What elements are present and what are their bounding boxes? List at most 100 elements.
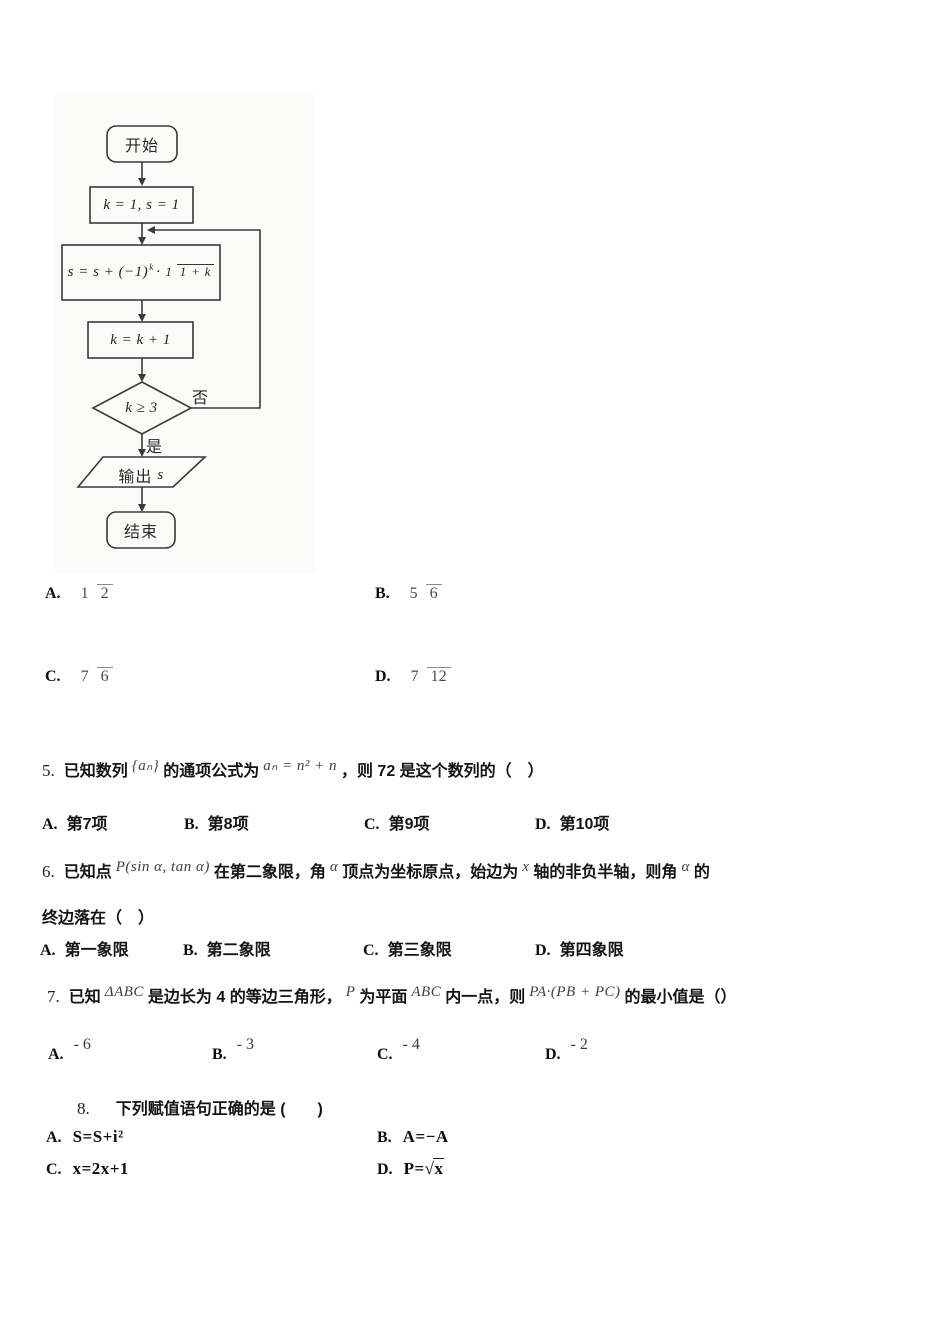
q8-option-b-label: B. [377, 1129, 392, 1146]
q5-option-d: D. 第10项 [535, 810, 609, 834]
q7-option-d-label: D. [545, 1046, 561, 1063]
q4-d-numerator: 7 [410, 668, 419, 685]
q6-option-d: D. 第四象限 [535, 936, 624, 960]
q5-mid: 的通项公式为 [163, 763, 260, 780]
flowchart-diagram [61, 125, 261, 549]
q5-number: 5. [42, 761, 55, 780]
q4-c-numerator: 7 [80, 668, 89, 685]
q6-option-a-label: A. [40, 942, 56, 959]
q4-a-numerator: 1 [80, 585, 89, 602]
q4-option-b-fraction: 5 6 [406, 584, 442, 605]
q6-lead: 已知点 [63, 864, 112, 881]
fc-update-exponent: k [149, 261, 155, 272]
q5-option-b: B. 第8项 [184, 810, 249, 834]
q7-seg5: 的最小值是（） [624, 989, 737, 1006]
q5-option-a-label: A. [42, 816, 58, 833]
q4-c-denominator: 6 [96, 667, 113, 685]
q8-option-c: C. x=2x+1 [46, 1159, 129, 1179]
q5-option-a: A. 第7项 [42, 810, 107, 834]
q8-option-d: D. P=√x [377, 1158, 445, 1179]
flowchart-scan-background [55, 95, 315, 573]
fc-update-label: s = s + (−1)k · 1 1 + k [62, 245, 220, 300]
q5-option-b-label: B. [184, 816, 199, 833]
q6-option-d-text: 第四象限 [559, 942, 624, 959]
q6-point-math: P(sin α, tan α) [115, 859, 210, 875]
q4-option-a-fraction: 1 2 [77, 584, 113, 605]
q7-option-b: B. - 3 [212, 1036, 254, 1064]
q7-seg3: 为平面 [359, 989, 408, 1006]
q5-option-d-text: 第10项 [559, 816, 610, 833]
q5-sequence-math: {aₙ} [131, 758, 160, 774]
q5-option-d-label: D. [535, 816, 551, 833]
q7-number: 7. [47, 987, 60, 1006]
fc-frac-denominator: 1 + k [176, 263, 215, 279]
q6-seg4: 轴的非负半轴，则角 [533, 864, 678, 881]
fc-yes-label: 是 [146, 439, 163, 456]
q6-option-c-text: 第三象限 [387, 942, 452, 959]
q4-option-d-fraction: 7 12 [407, 667, 451, 688]
q8-option-d-radicand: x [433, 1158, 445, 1178]
q4-b-denominator: 6 [425, 584, 442, 602]
q5-option-b-text: 第8项 [207, 816, 249, 833]
fc-frac-numerator: 1 [165, 264, 173, 279]
q8-option-c-formula: x=2x+1 [72, 1159, 129, 1178]
fc-update-shape [61, 244, 221, 301]
fc-init-label: k = 1, s = 1 [103, 196, 180, 213]
q4-a-denominator: 2 [96, 584, 113, 602]
q8-option-b: B. A=−A [377, 1127, 449, 1147]
question-8-stem: 8. 下列赋值语句正确的是 ( ) [77, 1095, 323, 1119]
q7-seg2: 是边长为 4 的等边三角形， [147, 989, 342, 1006]
q8-number: 8. [77, 1099, 90, 1118]
q7-option-a: A. - 6 [48, 1036, 91, 1064]
q7-option-a-value: - 6 [73, 1036, 91, 1053]
fc-end-label: 结束 [123, 524, 158, 541]
fc-loop-line [155, 229, 261, 409]
q6-seg2: 在第二象限，角 [213, 864, 326, 881]
q6-option-b-label: B. [183, 942, 198, 959]
q5-option-a-text: 第7项 [66, 816, 108, 833]
q4-option-c-fraction: 7 6 [77, 667, 113, 688]
q8-option-a: A. S=S+i² [46, 1127, 124, 1147]
q6-number: 6. [42, 862, 55, 881]
q4-option-a: A. 1 2 [45, 584, 113, 605]
fc-update-fraction: 1 1 + k [165, 263, 215, 281]
q7-option-b-value: - 3 [236, 1036, 254, 1053]
q7-seg4: 内一点，则 [445, 989, 526, 1006]
q7-option-c-label: C. [377, 1046, 393, 1063]
q6-option-d-label: D. [535, 942, 551, 959]
q8-option-d-formula: P=√x [403, 1158, 445, 1179]
fc-output-parallelogram [76, 456, 208, 488]
q8-option-d-sqrt-prefix: P=√ [403, 1159, 435, 1178]
q5-formula-math: aₙ = n² + n [263, 758, 337, 774]
q5-option-c-label: C. [364, 816, 380, 833]
fc-update-prefix: s = s + (−1) [67, 264, 149, 280]
q6-seg3: 顶点为坐标原点，始边为 [342, 864, 519, 881]
q4-option-a-label: A. [45, 584, 61, 602]
q8-option-d-label: D. [377, 1161, 393, 1178]
q7-vector-math: PA·(PB + PC) [529, 984, 621, 1000]
q7-triangle-math: ΔABC [104, 984, 144, 1000]
q5-option-c-text: 第9项 [388, 816, 430, 833]
q4-option-b: B. 5 6 [375, 584, 442, 605]
q6-option-a-text: 第一象限 [64, 942, 129, 959]
q7-option-c-value: - 4 [402, 1036, 420, 1053]
q6-option-c: C. 第三象限 [363, 936, 452, 960]
q6-x-math: x [522, 859, 530, 875]
q8-option-a-formula: S=S+i² [72, 1127, 124, 1146]
q7-option-a-label: A. [48, 1046, 64, 1063]
q7-option-c: C. - 4 [377, 1036, 420, 1064]
q7-plane-math: ABC [411, 984, 442, 1000]
q7-point-math: P [345, 984, 356, 1000]
q4-option-c: C. 7 6 [45, 667, 113, 688]
q6-seg5: 的 [693, 864, 710, 881]
q4-option-b-label: B. [375, 584, 390, 602]
q7-option-b-label: B. [212, 1046, 227, 1063]
question-6-stem-line2: 终边落在（ ） [42, 910, 155, 927]
fc-end-shape [106, 511, 176, 549]
q8-option-c-label: C. [46, 1161, 62, 1178]
fc-start-label: 开始 [124, 138, 159, 155]
q8-stem-text: 下列赋值语句正确的是 ( ) [115, 1101, 323, 1118]
